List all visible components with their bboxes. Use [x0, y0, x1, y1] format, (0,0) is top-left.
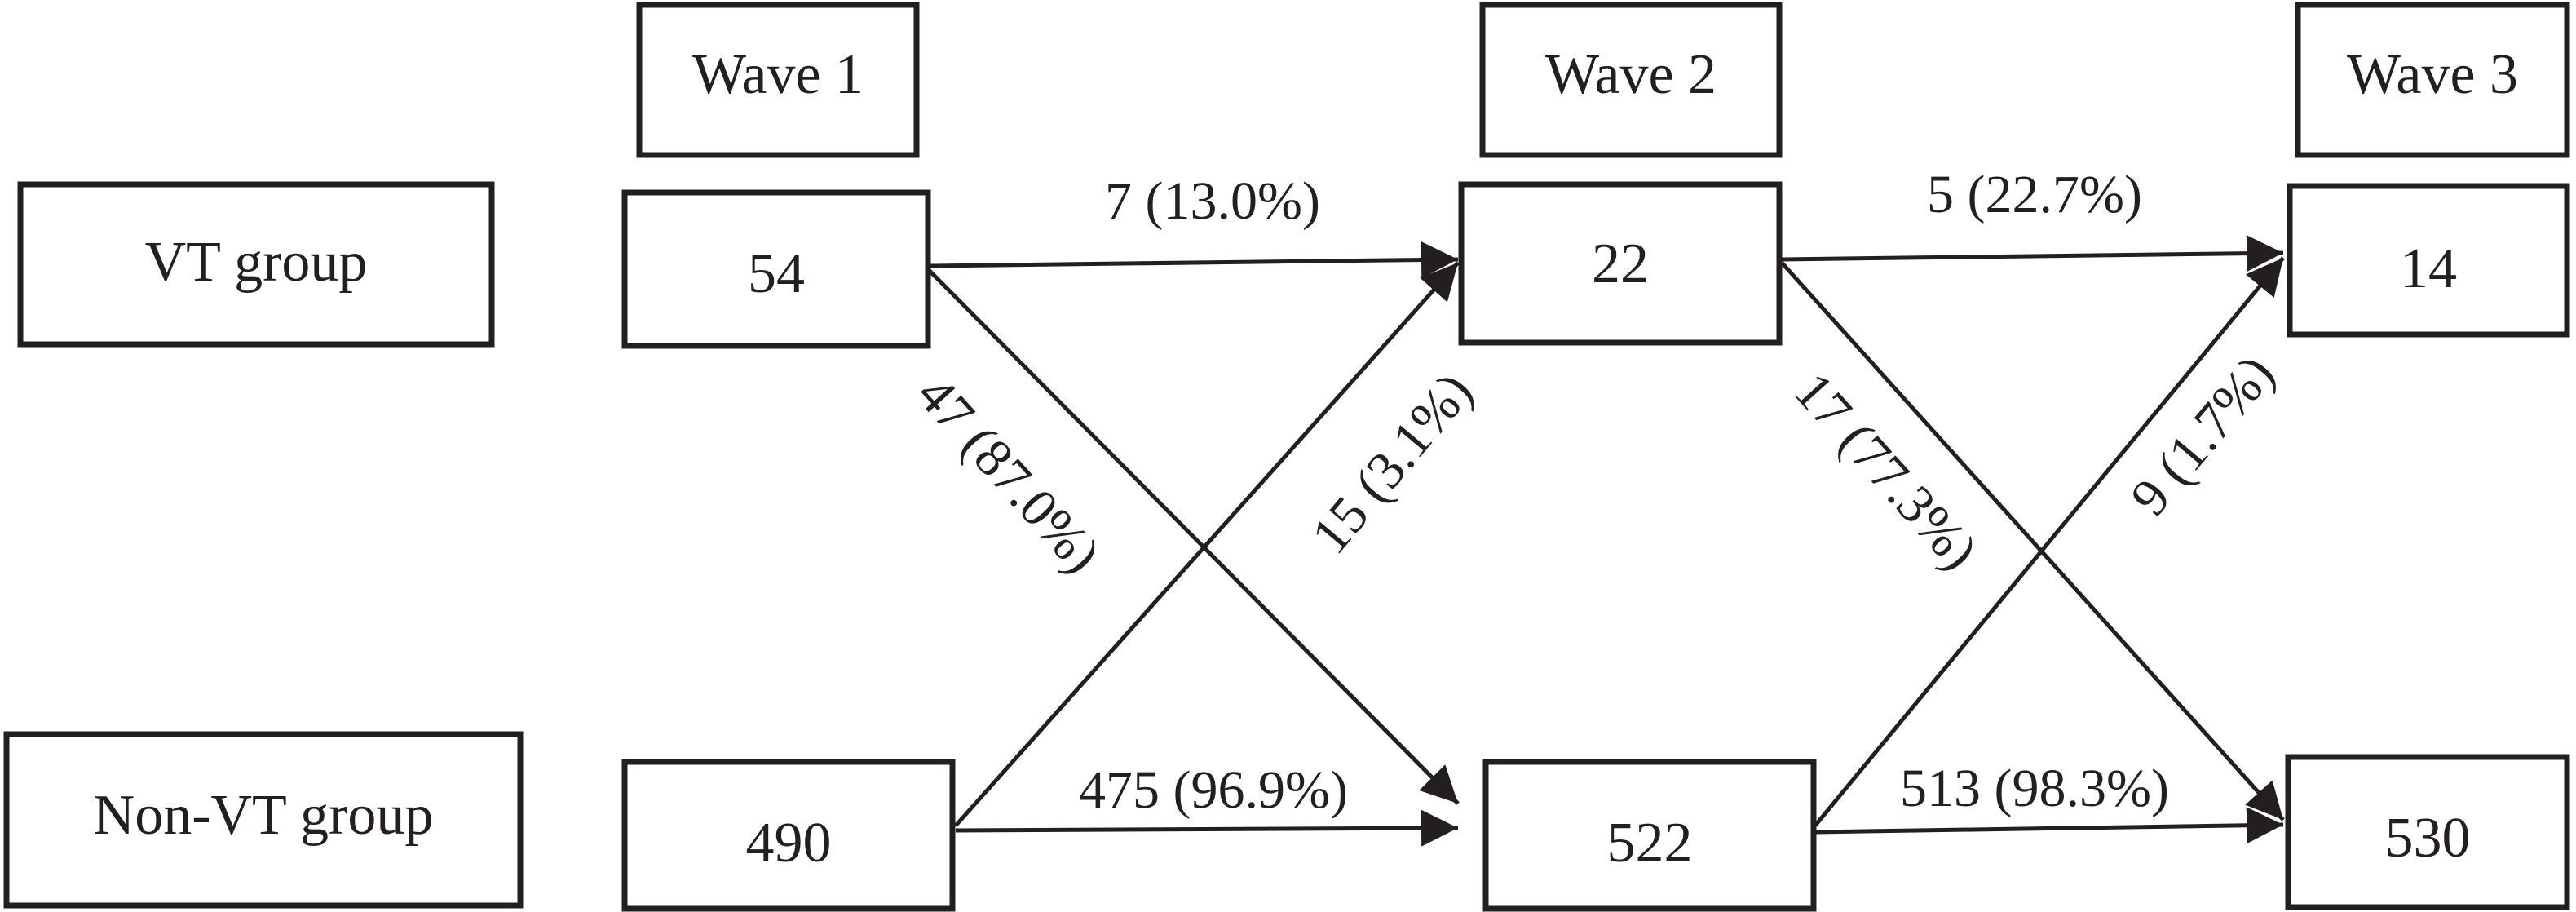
arrow-w2-nonvt-to-w3-nonvt: [1814, 807, 2284, 844]
label-w2-nonvt-to-nonvt: 513 (98.3%): [1900, 759, 2169, 818]
arrows: [926, 235, 2285, 847]
label-w2-nonvt-to-vt: 9 (1.7%): [2119, 344, 2286, 527]
count-w3-nonvt: 530: [2385, 807, 2471, 870]
count-box-w3-nonvt: 530: [2285, 754, 2570, 910]
arrow-w2-nonvt-to-w3-vt: [1814, 256, 2285, 827]
label-w1-nonvt-to-vt: 15 (3.1%): [1300, 361, 1484, 564]
label-w1-vt-to-vt: 7 (13.0%): [1105, 171, 1320, 231]
count-box-w3-vt: 14: [2287, 183, 2570, 338]
arrow-w1-nonvt-to-w2-nonvt: [955, 809, 1459, 847]
label-w2-vt-to-vt: 5 (22.7%): [1927, 165, 2142, 224]
arrow-w2-vt-to-w3-nonvt: [1780, 261, 2285, 821]
wave-header-2-label: Wave 2: [1545, 43, 1717, 106]
nonvt-group-label: Non-VT group: [94, 784, 434, 847]
count-w2-vt: 22: [1592, 232, 1649, 295]
count-w1-nonvt: 490: [746, 812, 832, 874]
count-box-w2-vt: 22: [1458, 181, 1783, 346]
count-box-w1-vt: 54: [621, 189, 931, 349]
wave-header-1: Wave 1: [636, 2, 920, 158]
count-w3-vt: 14: [2400, 237, 2457, 300]
arrow-w1-vt-to-w2-vt: [927, 241, 1459, 279]
nonvt-group-label-box: Non-VT group: [3, 731, 524, 909]
count-w2-nonvt: 522: [1607, 812, 1693, 874]
wave-header-1-label: Wave 1: [692, 43, 864, 106]
label-w2-vt-to-nonvt: 17 (77.3%): [1783, 361, 1989, 582]
label-w1-vt-to-nonvt: 47 (87.0%): [905, 365, 1111, 585]
count-w1-vt: 54: [748, 242, 805, 305]
vt-group-label: VT group: [145, 231, 368, 294]
wave-header-3-label: Wave 3: [2347, 43, 2518, 106]
count-box-w2-nonvt: 522: [1482, 759, 1817, 912]
vt-group-label-box: VT group: [17, 181, 495, 348]
arrow-w1-vt-to-w2-nonvt: [926, 268, 1460, 805]
count-box-w1-nonvt: 490: [621, 759, 956, 912]
wave-header-3: Wave 3: [2295, 2, 2570, 158]
label-w1-nonvt-to-nonvt: 475 (96.9%): [1079, 760, 1348, 820]
wave-header-2: Wave 2: [1479, 2, 1783, 158]
arrow-w1-nonvt-to-w2-vt: [954, 261, 1460, 827]
arrow-w2-vt-to-w3-vt: [1781, 235, 2284, 272]
